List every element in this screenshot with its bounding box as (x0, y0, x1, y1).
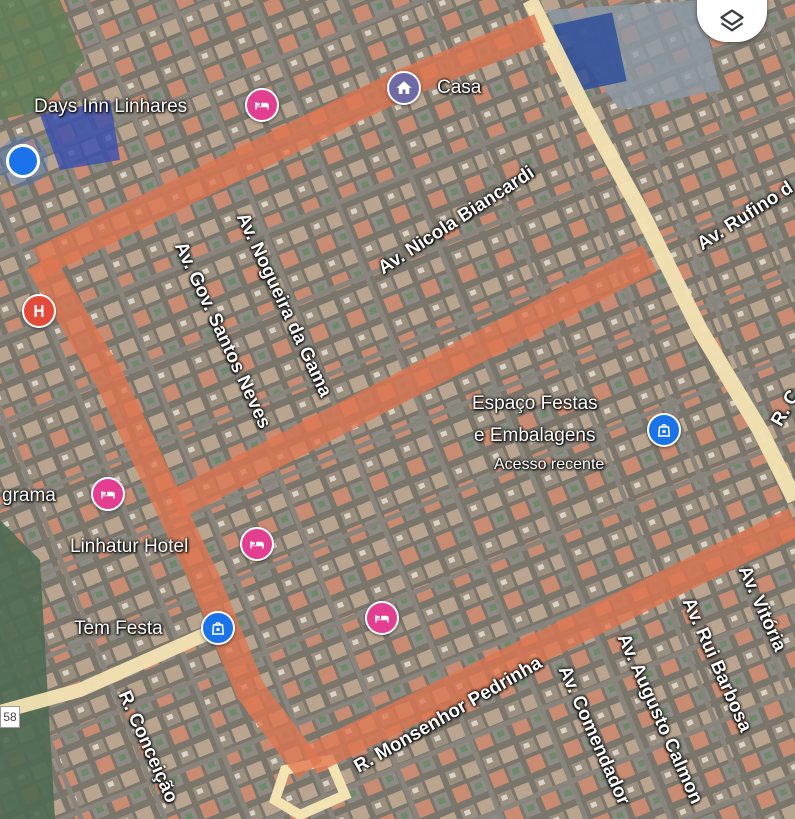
route-middle (168, 244, 657, 519)
linhatur-label[interactable]: Linhatur Hotel (70, 536, 189, 557)
hotel-bed-icon[interactable] (240, 527, 274, 561)
espaco-sublabel: Acesso recente (494, 456, 605, 473)
highway-road-west (0, 623, 218, 719)
tem-festa-label[interactable]: Tem Festa (74, 618, 163, 639)
shopping-bag-icon[interactable] (647, 413, 681, 447)
hotel-bed-icon[interactable] (365, 601, 399, 635)
days-inn-label[interactable]: Days Inn Linhares (34, 96, 188, 117)
road-number-badge: 58 (0, 706, 20, 728)
park-area (0, 0, 85, 120)
route-left-vertical (27, 254, 322, 779)
route-bottom (303, 508, 795, 774)
layers-button[interactable] (697, 0, 767, 42)
river-area (0, 520, 55, 819)
espaco-label-line2[interactable]: e Embalagens (474, 425, 596, 446)
route-overlay (27, 14, 795, 779)
grama-label[interactable]: grama (2, 485, 56, 506)
hospital-h-icon[interactable] (22, 294, 56, 328)
shopping-bag-icon[interactable] (201, 611, 235, 645)
layers-icon (720, 9, 744, 32)
hotel-bed-icon[interactable] (245, 88, 279, 122)
hotel-bed-icon[interactable] (91, 477, 125, 511)
casa-label[interactable]: Casa (437, 77, 482, 98)
blue-roof (40, 100, 120, 170)
my-location-dot-icon[interactable] (6, 144, 40, 178)
highway-road (522, 0, 795, 504)
home-icon[interactable] (387, 71, 421, 105)
espaco-label-line1[interactable]: Espaço Festas (472, 393, 598, 414)
